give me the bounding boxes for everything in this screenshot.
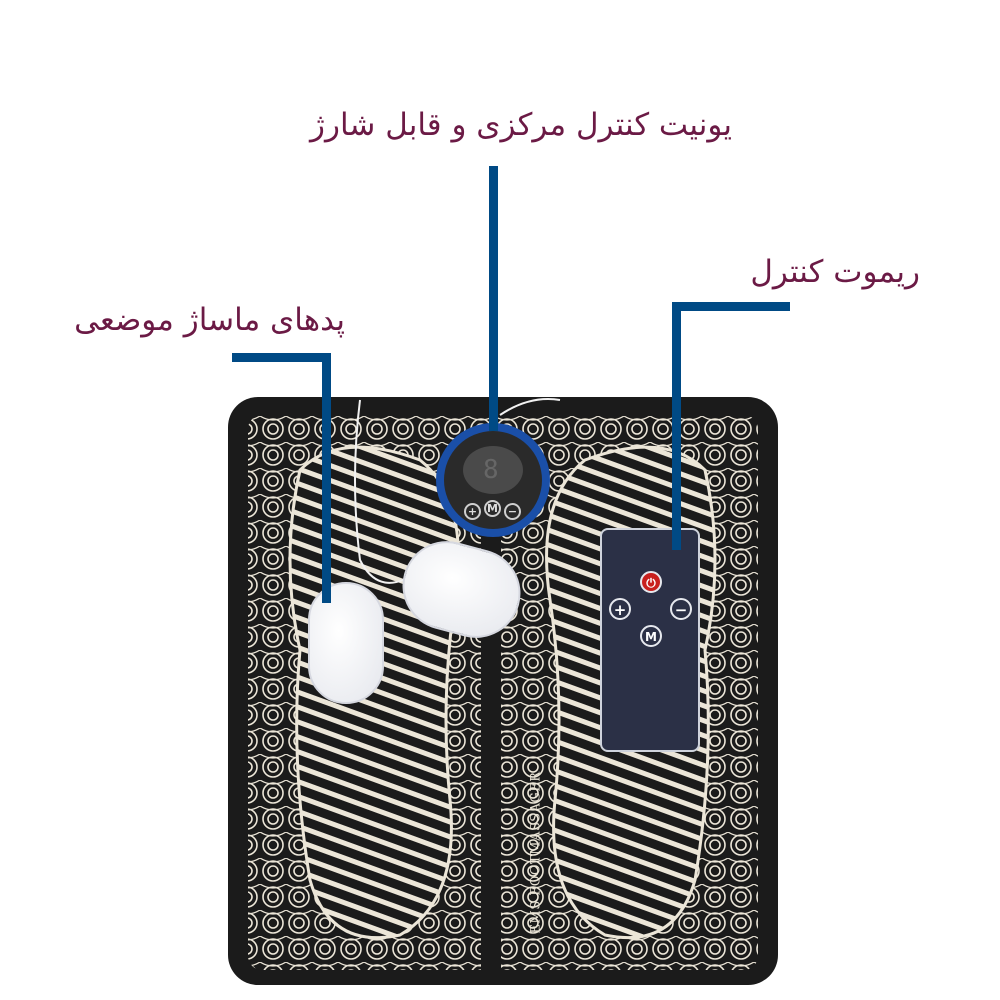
- callout-line-remote-v: [672, 302, 681, 550]
- label-central-unit: یونیت کنترل مرکزی و قابل شارژ: [310, 107, 732, 143]
- remote-power-button[interactable]: ⏻: [640, 571, 662, 593]
- remote-plus-button[interactable]: +: [609, 598, 631, 620]
- unit-cable: [499, 398, 561, 416]
- label-pads: پدهای ماساژ موضعی: [74, 302, 345, 338]
- callout-line-remote-h: [672, 302, 790, 311]
- callout-line-pads-v: [322, 353, 331, 603]
- unit-display-digit: 8: [483, 455, 499, 485]
- remote-mode-button[interactable]: M: [640, 625, 662, 647]
- unit-mode-button[interactable]: M: [484, 500, 501, 517]
- left-foot-outline: [288, 445, 460, 940]
- massage-pad-left: [308, 582, 384, 704]
- callout-line-unit: [489, 166, 498, 431]
- brand-text: EMS FOOTMASSAGER: [528, 771, 544, 934]
- callout-line-pads-h: [232, 353, 330, 362]
- unit-display: [463, 446, 523, 494]
- label-remote: ریموت کنترل: [750, 254, 920, 290]
- remote-control: ⏻ + − M: [600, 528, 700, 752]
- remote-minus-button[interactable]: −: [670, 598, 692, 620]
- pad-cable: [354, 399, 421, 584]
- unit-minus-button[interactable]: −: [504, 503, 521, 520]
- unit-plus-button[interactable]: +: [464, 503, 481, 520]
